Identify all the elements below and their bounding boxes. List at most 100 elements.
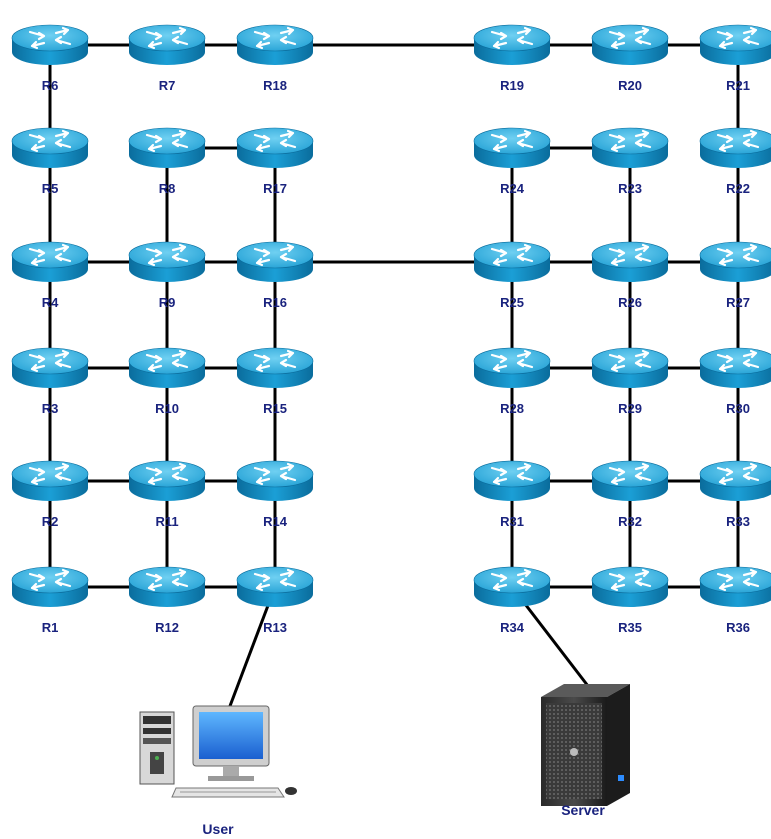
router-icon (473, 127, 551, 168)
router-label: R20 (618, 78, 642, 93)
server[interactable]: Server (541, 684, 630, 818)
router-icon (11, 460, 89, 501)
router-label: R30 (726, 401, 750, 416)
router-r33[interactable]: R33 (699, 460, 771, 529)
router-r25[interactable]: R25 (473, 241, 551, 310)
router-r28[interactable]: R28 (473, 347, 551, 416)
router-r31[interactable]: R31 (473, 460, 551, 529)
router-r11[interactable]: R11 (128, 460, 206, 529)
router-r34[interactable]: R34 (473, 566, 551, 635)
router-r35[interactable]: R35 (591, 566, 669, 635)
router-label: R34 (500, 620, 525, 635)
router-r29[interactable]: R29 (591, 347, 669, 416)
router-r19[interactable]: R19 (473, 24, 551, 93)
router-icon (128, 347, 206, 388)
router-label: R16 (263, 295, 287, 310)
router-r17[interactable]: R17 (236, 127, 314, 196)
link-r13-user (228, 586, 277, 707)
router-icon (128, 460, 206, 501)
router-label: R6 (42, 78, 59, 93)
router-r26[interactable]: R26 (591, 241, 669, 310)
router-label: R7 (159, 78, 176, 93)
router-r24[interactable]: R24 (473, 127, 551, 196)
router-label: R10 (155, 401, 179, 416)
router-r4[interactable]: R4 (11, 241, 89, 310)
router-r14[interactable]: R14 (236, 460, 314, 529)
router-r5[interactable]: R5 (11, 127, 89, 196)
router-r7[interactable]: R7 (128, 24, 206, 93)
router-label: R21 (726, 78, 750, 93)
router-icon (699, 241, 771, 282)
router-icon (473, 347, 551, 388)
router-r10[interactable]: R10 (128, 347, 206, 416)
router-label: R29 (618, 401, 642, 416)
router-r9[interactable]: R9 (128, 241, 206, 310)
router-icon (699, 347, 771, 388)
router-icon (473, 460, 551, 501)
router-r16[interactable]: R16 (236, 241, 314, 310)
router-icon (236, 460, 314, 501)
router-label: R33 (726, 514, 750, 529)
router-icon (11, 127, 89, 168)
router-icon (11, 347, 89, 388)
router-label: R19 (500, 78, 524, 93)
router-label: R1 (42, 620, 59, 635)
router-icon (473, 241, 551, 282)
router-icon (128, 127, 206, 168)
router-icon (128, 566, 206, 607)
router-r30[interactable]: R30 (699, 347, 771, 416)
router-icon (236, 566, 314, 607)
router-icon (591, 347, 669, 388)
router-label: R35 (618, 620, 642, 635)
user-workstation[interactable]: User (139, 705, 297, 837)
router-icon (473, 24, 551, 65)
router-r12[interactable]: R12 (128, 566, 206, 635)
router-r20[interactable]: R20 (591, 24, 669, 93)
router-r2[interactable]: R2 (11, 460, 89, 529)
router-label: R36 (726, 620, 750, 635)
router-label: R12 (155, 620, 179, 635)
router-r18[interactable]: R18 (236, 24, 314, 93)
tower-server-icon (541, 684, 630, 806)
router-icon (236, 24, 314, 65)
router-label: R26 (618, 295, 642, 310)
router-r36[interactable]: R36 (699, 566, 771, 635)
router-icon (128, 24, 206, 65)
router-r23[interactable]: R23 (591, 127, 669, 196)
router-label: R17 (263, 181, 287, 196)
router-label: R14 (263, 514, 288, 529)
server-label: Server (561, 802, 605, 818)
router-r21[interactable]: R21 (699, 24, 771, 93)
router-label: R18 (263, 78, 287, 93)
router-r1[interactable]: R1 (11, 566, 89, 635)
router-label: R4 (42, 295, 59, 310)
router-icon (11, 241, 89, 282)
router-icon (699, 24, 771, 65)
router-icon (591, 24, 669, 65)
router-label: R5 (42, 181, 59, 196)
router-label: R13 (263, 620, 287, 635)
router-r32[interactable]: R32 (591, 460, 669, 529)
router-label: R15 (263, 401, 287, 416)
router-label: R32 (618, 514, 642, 529)
router-icon (11, 24, 89, 65)
router-label: R9 (159, 295, 176, 310)
router-icon (11, 566, 89, 607)
router-r3[interactable]: R3 (11, 347, 89, 416)
router-r15[interactable]: R15 (236, 347, 314, 416)
router-icon (699, 460, 771, 501)
router-icon (236, 127, 314, 168)
router-label: R11 (155, 514, 178, 529)
router-icon (699, 127, 771, 168)
router-label: R27 (726, 295, 750, 310)
router-r8[interactable]: R8 (128, 127, 206, 196)
router-r22[interactable]: R22 (699, 127, 771, 196)
router-icon (591, 460, 669, 501)
router-r27[interactable]: R27 (699, 241, 771, 310)
router-icon (128, 241, 206, 282)
router-r6[interactable]: R6 (11, 24, 89, 93)
router-r13[interactable]: R13 (236, 566, 314, 635)
router-icon (473, 566, 551, 607)
